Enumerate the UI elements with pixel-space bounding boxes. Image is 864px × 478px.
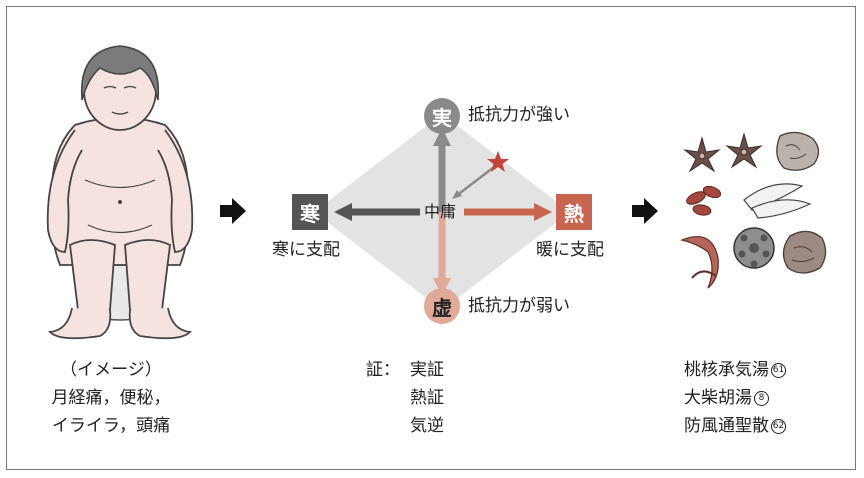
center-label: 中庸 xyxy=(424,202,457,221)
excess-deficiency-diagram xyxy=(314,114,570,310)
diagnosis-item: 気逆 xyxy=(410,416,444,436)
diagnosis-item: 実証 xyxy=(410,360,444,380)
cold-label: 寒に支配 xyxy=(272,240,340,260)
prescription-name: 桃核承気湯 xyxy=(684,360,769,380)
prescription-number: 8 xyxy=(754,390,769,406)
crude-drugs-illustration xyxy=(680,131,827,289)
excess-label: 抵抗力が強い xyxy=(468,105,570,125)
image-caption: （イメージ） xyxy=(60,360,162,380)
prescription-number: 61 xyxy=(771,362,786,378)
hot-node: 熱 xyxy=(556,194,592,230)
prescription-name: 防風通聖散 xyxy=(684,416,769,436)
cold-node: 寒 xyxy=(292,194,328,230)
deficiency-node: 虚 xyxy=(424,288,460,324)
star-icon xyxy=(487,151,509,172)
arrow-right-icon xyxy=(220,198,246,224)
prescription-number: 62 xyxy=(771,418,786,434)
diagnosis-prefix: 証： xyxy=(366,360,400,380)
diagnosis-item: 熱証 xyxy=(410,388,444,408)
excess-node: 実 xyxy=(424,98,460,134)
hot-label: 暖に支配 xyxy=(536,240,604,260)
symptoms-line-1: 月経痛，便秘， xyxy=(51,388,171,408)
person-illustration xyxy=(46,45,194,340)
symptoms-line-2: イライラ，頭痛 xyxy=(51,416,171,436)
arrow-right-icon xyxy=(632,198,658,224)
prescription-name: 大柴胡湯 xyxy=(684,388,752,408)
deficiency-label: 抵抗力が弱い xyxy=(468,296,570,316)
